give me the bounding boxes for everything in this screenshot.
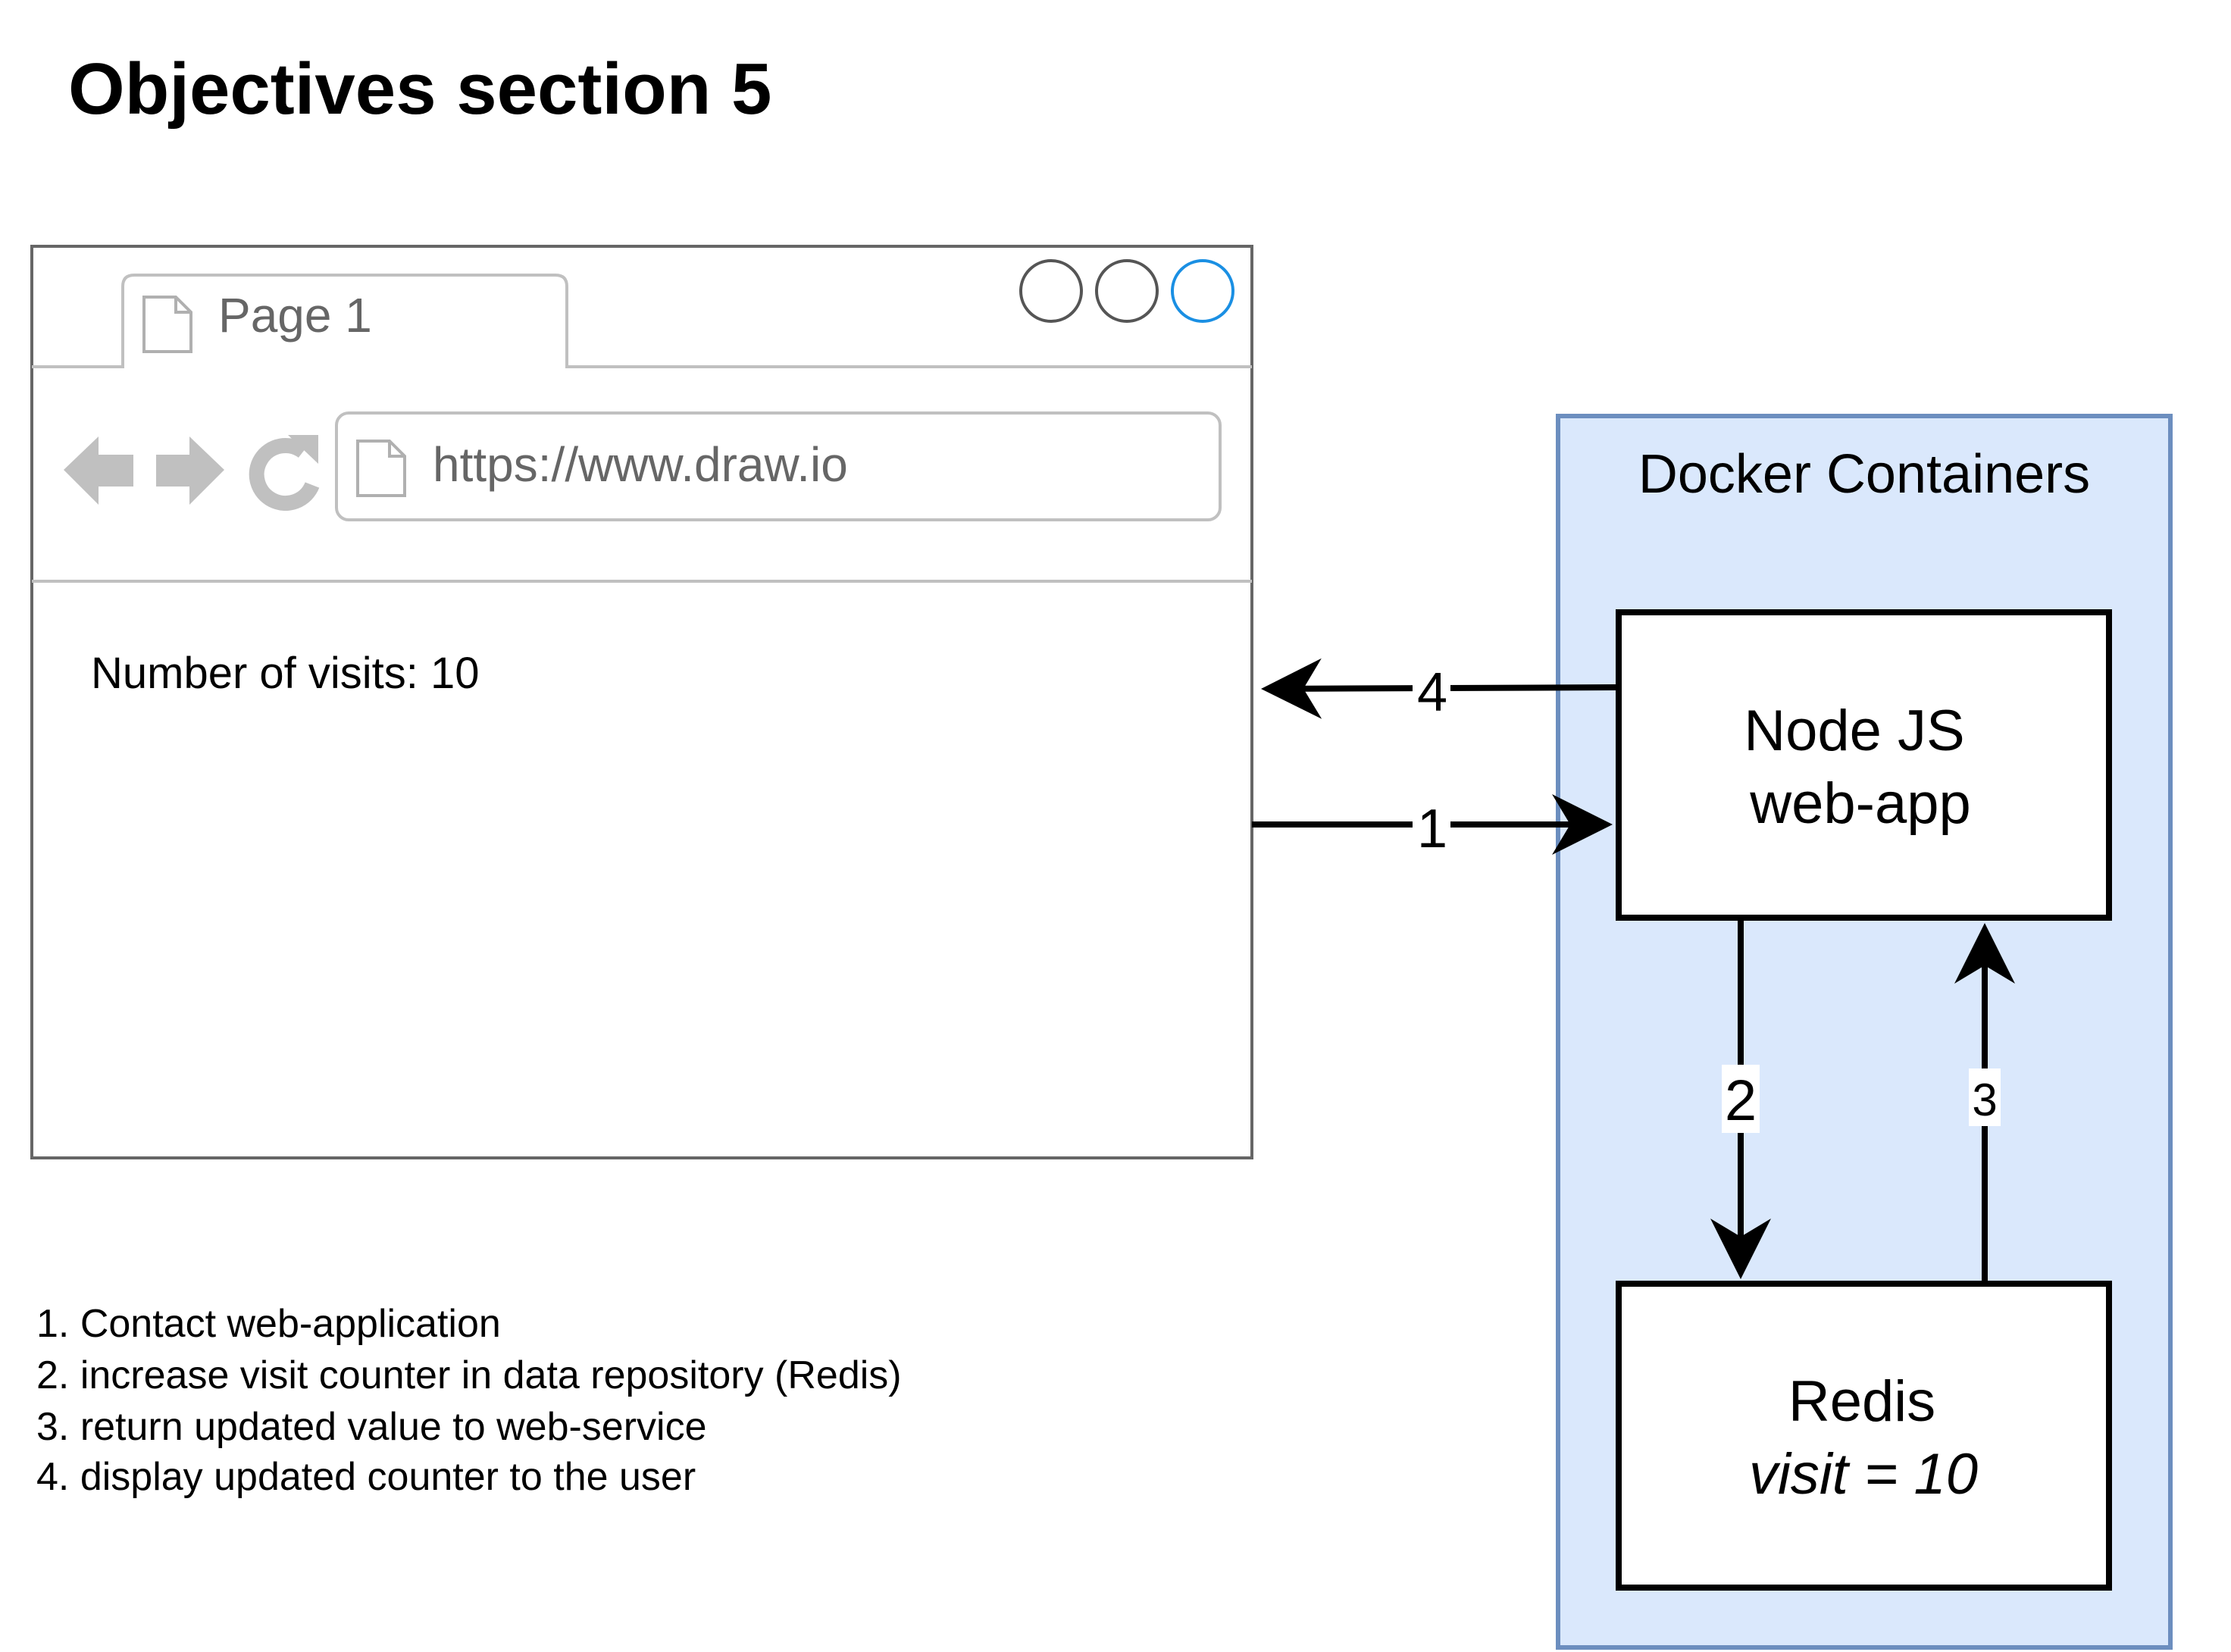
redis-box — [1616, 1281, 2112, 1591]
step-item: 4. display updated counter to the user — [36, 1455, 696, 1499]
docker-containers-label: Docker Containers — [1638, 444, 2090, 505]
arrow-1: 1 — [1252, 794, 1613, 859]
arrow-4: 4 — [1261, 658, 1619, 723]
back-arrow-icon[interactable] — [64, 436, 133, 505]
redis-label-line1: Redis — [1788, 1369, 1935, 1434]
window-circle-icon[interactable] — [1095, 259, 1159, 323]
nodejs-label-line1: Node JS — [1744, 699, 1965, 763]
docker-containers-group: Docker Containers Node JS web-app Redis … — [1556, 414, 2173, 1650]
page-title: Objectives section 5 — [68, 48, 771, 130]
browser-window: Page 1 https://www.draw.io Number of vis… — [30, 245, 1253, 1159]
steps-list: 1. Contact web-application 2. increase v… — [36, 1302, 902, 1499]
step-item: 2. increase visit counter in data reposi… — [36, 1353, 902, 1397]
browser-frame — [30, 245, 1253, 1159]
browser-tab[interactable] — [32, 274, 1252, 368]
window-circle-icon[interactable] — [1171, 259, 1234, 323]
url-page-icon — [356, 440, 406, 497]
arrow-4-label: 4 — [1417, 662, 1447, 723]
nodejs-webapp-box — [1616, 609, 2112, 921]
arrow-3: 3 — [1954, 923, 2015, 1284]
arrow-3-label: 3 — [1972, 1075, 1997, 1125]
address-bar[interactable] — [335, 411, 1222, 521]
forward-arrow-icon[interactable] — [156, 436, 224, 505]
nodejs-label-line2: web-app — [1749, 771, 1971, 836]
window-circle-icon[interactable] — [1019, 259, 1083, 323]
reload-icon[interactable] — [249, 435, 320, 511]
redis-label-line2: visit = 10 — [1749, 1442, 1978, 1507]
step-item: 3. return updated value to web-service — [36, 1405, 707, 1449]
page-icon — [142, 296, 192, 353]
arrow-1-label: 1 — [1417, 799, 1447, 859]
tab-label: Page 1 — [218, 288, 372, 343]
arrow-2: 2 — [1710, 918, 1771, 1279]
step-item: 1. Contact web-application — [36, 1302, 501, 1346]
url-text[interactable]: https://www.draw.io — [433, 437, 848, 492]
arrow-2-label: 2 — [1725, 1068, 1757, 1133]
visits-counter-text: Number of visits: 10 — [91, 649, 480, 698]
